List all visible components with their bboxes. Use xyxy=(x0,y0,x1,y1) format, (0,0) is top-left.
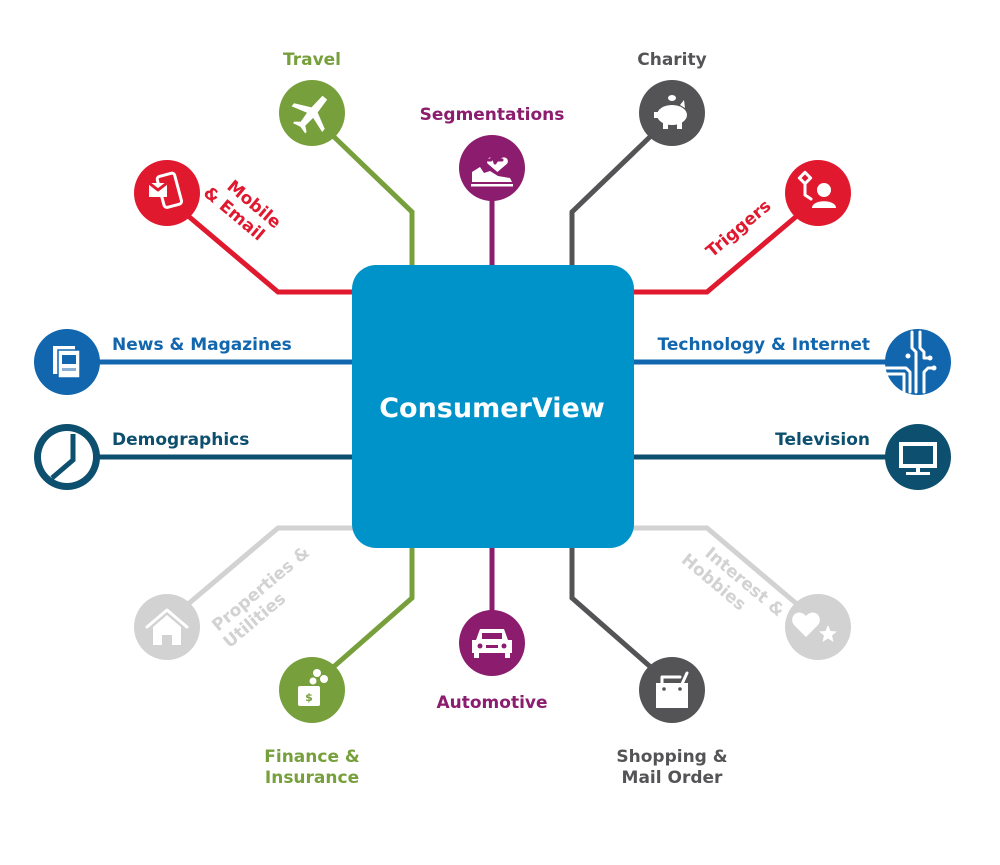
node-travel[interactable]: Travel xyxy=(279,50,345,146)
node-label-news-magazines: News & Magazines xyxy=(112,335,292,355)
node-triggers[interactable]: Triggers xyxy=(702,160,851,262)
node-label-triggers: Triggers xyxy=(702,196,775,262)
svg-text:$: $ xyxy=(305,691,313,704)
connector-shopping-mail-order xyxy=(569,545,656,672)
heart-sneaker-icon xyxy=(471,154,513,187)
node-automotive[interactable]: Automotive xyxy=(436,610,548,713)
airplane-icon xyxy=(291,95,328,134)
monitor-icon xyxy=(899,442,937,475)
node-properties-utilities[interactable]: Properties & Utilities xyxy=(134,543,327,660)
mobile-email-icon xyxy=(147,171,184,209)
money-box-icon: $ xyxy=(298,669,328,706)
node-television[interactable]: Television xyxy=(775,424,951,490)
svg-text:Triggers: Triggers xyxy=(702,196,775,262)
circuit-icon xyxy=(883,330,937,394)
connector-travel xyxy=(328,131,415,268)
connector-triggers xyxy=(631,213,800,295)
connector-charity xyxy=(569,131,656,268)
node-label-automotive: Automotive xyxy=(436,693,547,713)
node-circle-technology-internet xyxy=(885,329,951,395)
node-label-shopping-mail-order-line1: Shopping & xyxy=(616,747,727,767)
newspaper-icon xyxy=(53,346,81,379)
trigger-person-icon xyxy=(797,170,836,208)
node-segmentations[interactable]: Segmentations xyxy=(420,105,565,201)
node-label-demographics: Demographics xyxy=(112,430,249,450)
house-icon xyxy=(145,608,189,645)
connector-finance-insurance xyxy=(328,545,415,672)
node-label-travel: Travel xyxy=(283,50,341,70)
node-interest-hobbies[interactable]: Interest & Hobbies xyxy=(677,535,851,660)
center-title: ConsumerView xyxy=(379,393,605,424)
node-news-magazines[interactable]: News & Magazines xyxy=(34,329,292,395)
node-label-technology-internet: Technology & Internet xyxy=(658,335,870,355)
node-charity[interactable]: Charity xyxy=(637,50,707,146)
connector-mobile-email xyxy=(185,213,355,295)
node-circle-segmentations xyxy=(459,135,525,201)
node-finance-insurance[interactable]: $ Finance & Insurance xyxy=(264,657,360,788)
node-shopping-mail-order[interactable]: Shopping & Mail Order xyxy=(616,657,728,788)
piggy-bank-icon xyxy=(654,95,687,129)
node-label-television: Television xyxy=(775,430,870,450)
pie-chart-icon-inner xyxy=(41,431,93,483)
node-demographics[interactable]: Demographics xyxy=(34,424,249,490)
node-label-properties-utilities: Properties & Utilities xyxy=(208,543,314,653)
center-box xyxy=(352,265,634,548)
node-label-charity: Charity xyxy=(637,50,706,70)
connector-interest-hobbies xyxy=(631,525,800,607)
car-icon xyxy=(472,629,512,658)
center-node[interactable]: ConsumerView xyxy=(352,265,634,548)
node-technology-internet[interactable]: Technology & Internet xyxy=(658,329,951,395)
connectors xyxy=(95,131,890,672)
node-label-finance-insurance-line2: Insurance xyxy=(265,768,359,788)
node-label-finance-insurance-line1: Finance & xyxy=(264,747,360,767)
node-label-segmentations: Segmentations xyxy=(420,105,565,125)
node-circle-interest-hobbies xyxy=(785,594,851,660)
heart-star-icon xyxy=(792,612,837,642)
node-label-shopping-mail-order-line2: Mail Order xyxy=(622,768,723,788)
pie-chart-icon xyxy=(50,434,76,480)
connector-properties-utilities xyxy=(185,525,355,607)
shopping-bag-icon xyxy=(656,671,689,708)
